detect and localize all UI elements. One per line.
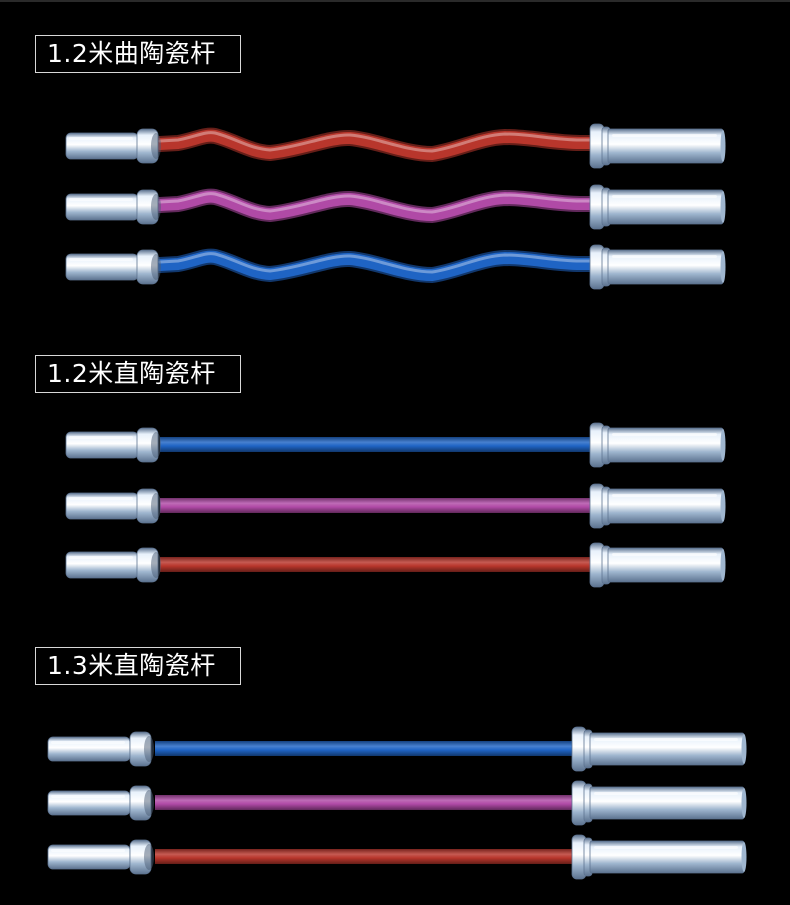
top-divider <box>0 0 790 2</box>
section-label: 1.2米曲陶瓷杆 <box>35 35 241 73</box>
section-label: 1.2米直陶瓷杆 <box>35 355 241 393</box>
section-label: 1.3米直陶瓷杆 <box>35 647 241 685</box>
